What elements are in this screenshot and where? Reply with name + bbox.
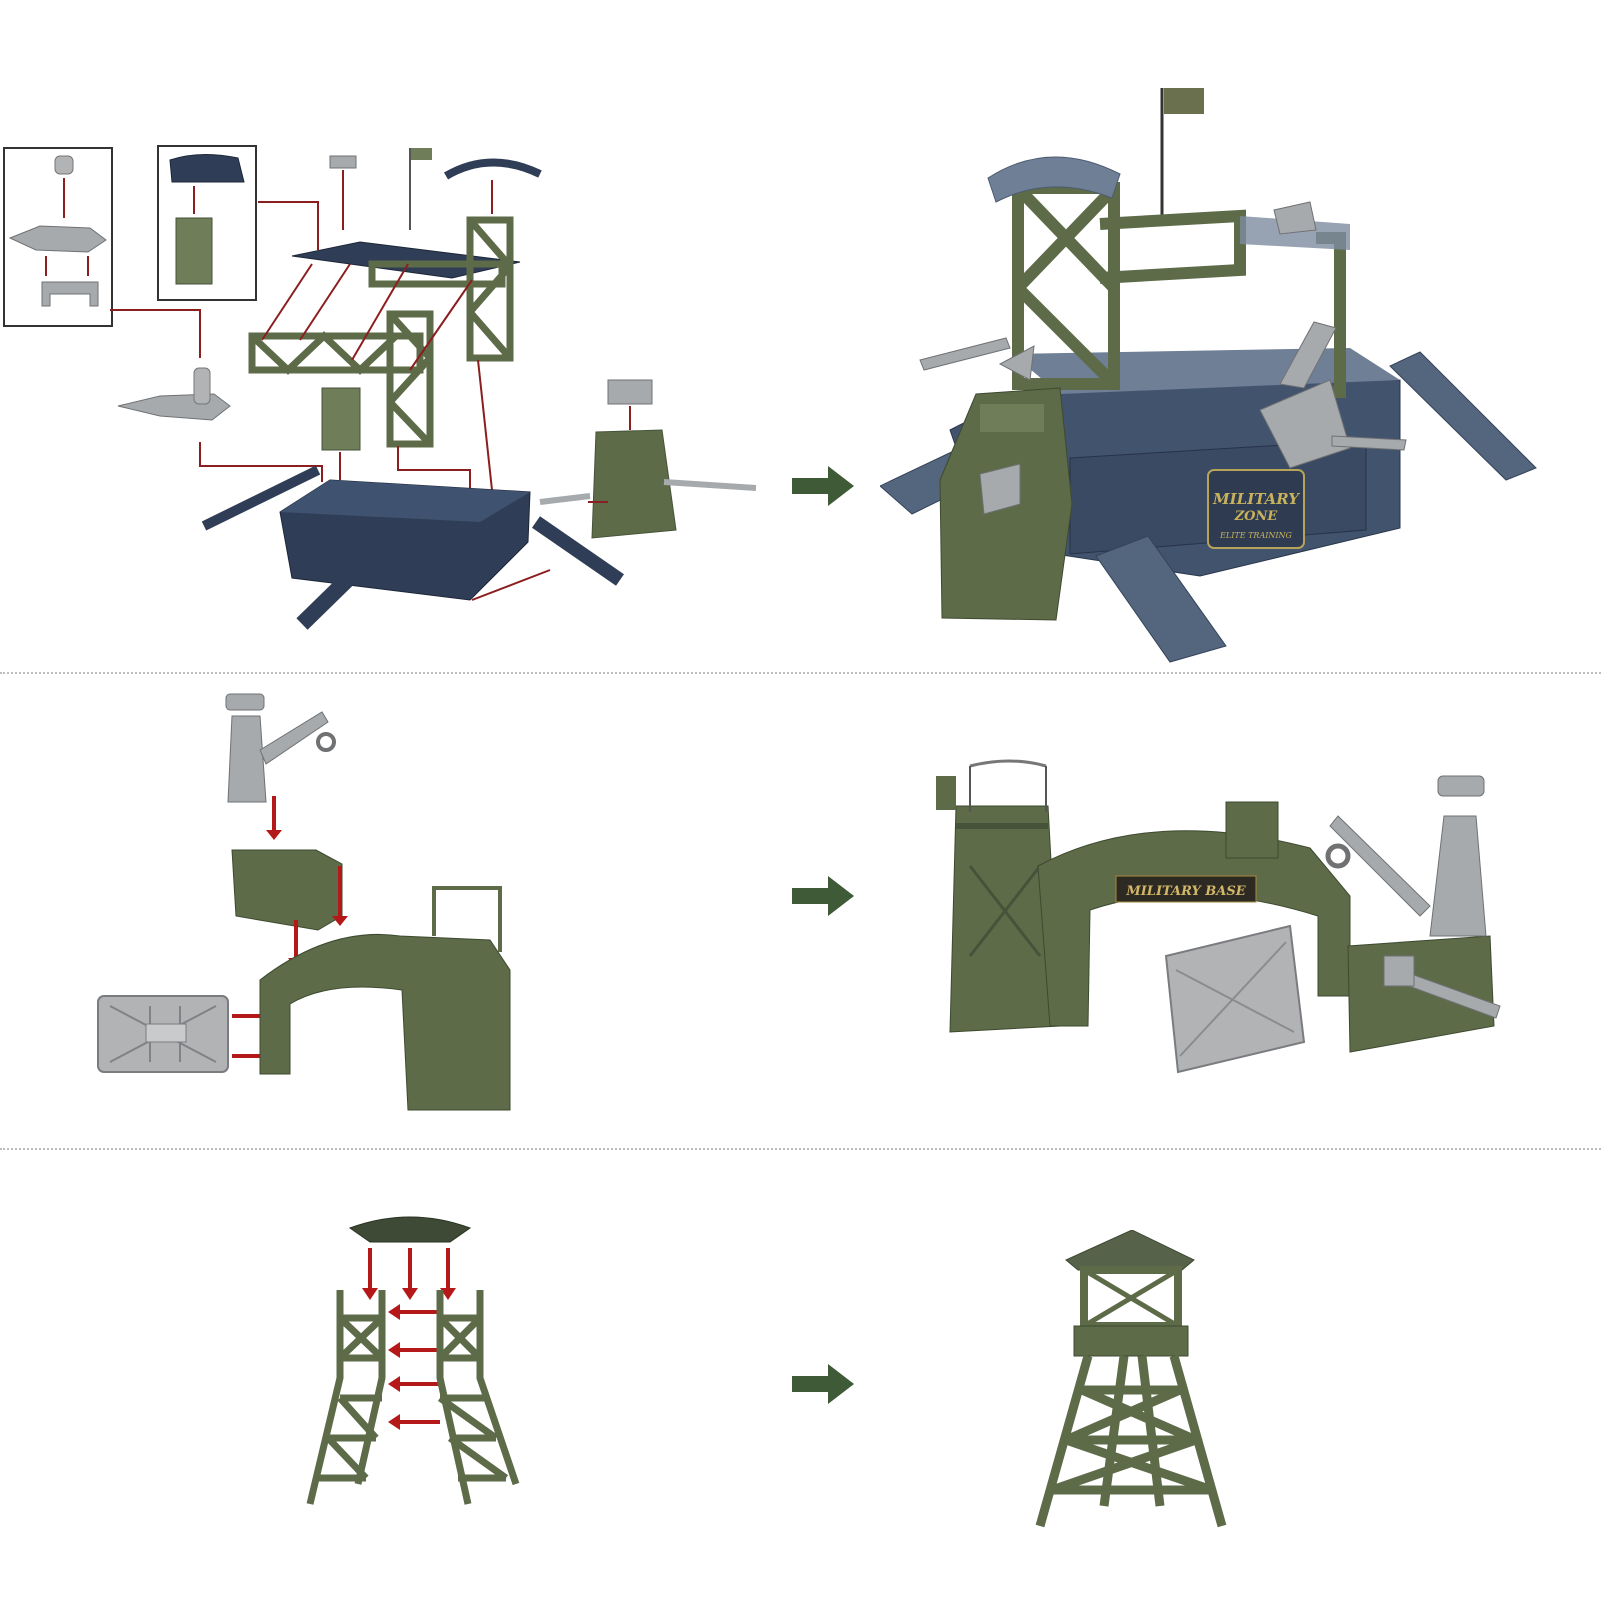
row-divider-2: [0, 1148, 1601, 1150]
watchtower-icon: [1035, 1230, 1227, 1528]
military-base-sign: MILITARY BASE: [1115, 875, 1257, 903]
crane-icon: [1325, 775, 1487, 937]
sign-line-1: MILITARY: [1212, 490, 1300, 508]
crane-icon: [225, 693, 336, 803]
watchtower-icon: [306, 1290, 520, 1505]
gate-icon: [1164, 924, 1306, 1074]
sign-line-3: ELITE TRAINING: [1219, 531, 1292, 540]
arrow-right-icon: [792, 466, 854, 506]
row2-assembled-military-base: MILITARY BASE: [936, 759, 1501, 1074]
row1-assembled-military-zone: MILITARY ZONE ELITE TRAINING: [880, 88, 1537, 663]
cannon-icon: [919, 201, 1407, 515]
cannon-icon: [1383, 955, 1501, 1019]
arrow-right-icon: [792, 876, 854, 916]
row1-exploded-parts: [3, 145, 757, 630]
row2-exploded-parts: [97, 693, 511, 1111]
gate-icon: [97, 995, 229, 1073]
row3-exploded-parts: [306, 1216, 520, 1505]
flag-icon: [1164, 88, 1204, 114]
sign-line-2: ZONE: [1234, 509, 1279, 524]
row3-assembled-watchtower: [1035, 1230, 1227, 1528]
sign-label: MILITARY BASE: [1125, 884, 1246, 899]
arrow-right-icon: [792, 1364, 854, 1404]
row-divider-1: [0, 672, 1601, 674]
military-zone-sign: MILITARY ZONE ELITE TRAINING: [1207, 469, 1305, 549]
